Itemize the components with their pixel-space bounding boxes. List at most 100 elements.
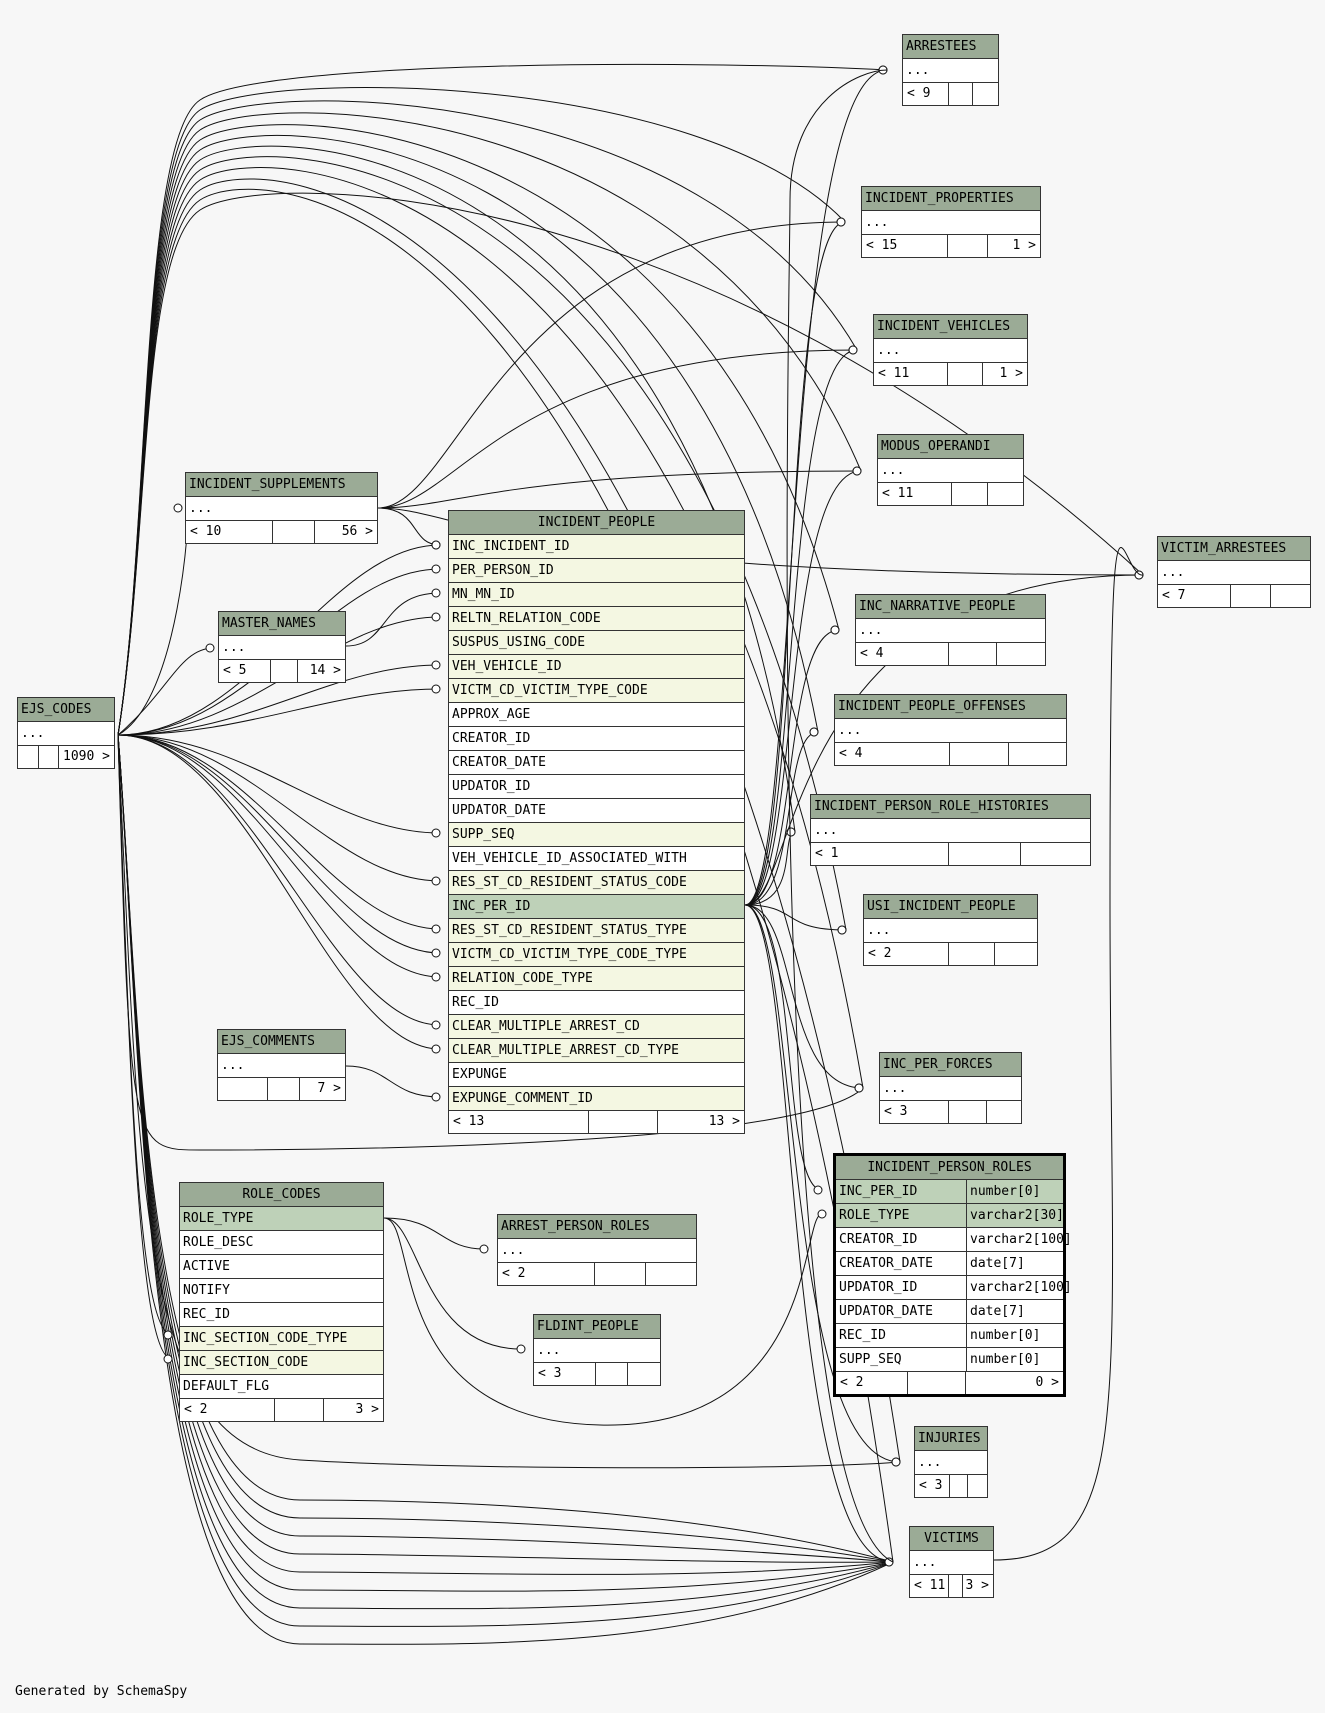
table-title: USI_INCIDENT_PEOPLE <box>864 895 1037 919</box>
parents-count: 13 > <box>657 1111 744 1133</box>
relationship-line <box>377 221 846 509</box>
table-footer: < 9 <box>903 83 998 105</box>
column-name: CREATOR_DATE <box>839 1256 933 1271</box>
table-victim-arrestees[interactable]: VICTIM_ARRESTEES ... < 7 <box>1157 536 1311 608</box>
relationship-line <box>744 831 796 906</box>
footer-cell <box>948 83 972 105</box>
relationship-line <box>117 734 441 954</box>
table-footer: < 1 <box>811 843 1090 865</box>
table-usi-incident-people[interactable]: USI_INCIDENT_PEOPLE ... < 2 <box>863 894 1038 966</box>
table-incident-people-offenses[interactable]: INCIDENT_PEOPLE_OFFENSES ... < 4 <box>834 694 1067 766</box>
cardinality-marker <box>891 1457 901 1467</box>
table-injuries[interactable]: INJURIES ... < 3 <box>914 1426 988 1498</box>
cardinality-marker <box>848 345 858 355</box>
relationship-line <box>744 731 819 906</box>
cardinality-marker <box>163 1330 173 1340</box>
table-fldint-people[interactable]: FLDINT_PEOPLE ... < 3 <box>533 1314 661 1386</box>
table-arrestees[interactable]: ARRESTEES ... < 9 <box>902 34 999 106</box>
table-title: INC_NARRATIVE_PEOPLE <box>856 595 1045 619</box>
table-incident-supplements[interactable]: INCIDENT_SUPPLEMENTS ... < 10 56 > <box>185 472 378 544</box>
cardinality-marker <box>836 217 846 227</box>
children-count: < 11 <box>878 366 910 381</box>
relationship-line <box>377 470 862 509</box>
column-row: INC_INCIDENT_ID <box>449 535 744 559</box>
children-count: < 2 <box>840 1375 864 1390</box>
table-incident-vehicles[interactable]: INCIDENT_VEHICLES ... < 11 1 > <box>873 314 1028 386</box>
column-row: VEH_VEHICLE_ID_ASSOCIATED_WITH <box>449 847 744 871</box>
generated-by-label: Generated by SchemaSpy <box>15 1684 188 1699</box>
table-title: MODUS_OPERANDI <box>878 435 1023 459</box>
column-row: RELTN_RELATION_CODE <box>449 607 744 631</box>
table-incident-properties[interactable]: INCIDENT_PROPERTIES ... < 15 1 > <box>861 186 1041 258</box>
column-row: SUSPUS_USING_CODE <box>449 631 744 655</box>
relationship-line <box>744 904 894 1563</box>
footer-cell <box>907 1372 965 1394</box>
relationship-line <box>117 734 441 930</box>
table-body: ... <box>903 59 998 83</box>
footer-cell <box>948 1575 962 1597</box>
table-footer: < 5 14 > <box>219 660 345 682</box>
children-count: < 3 <box>538 1366 562 1381</box>
relationship-line <box>744 904 864 1089</box>
relationship-line <box>744 69 888 906</box>
footer-cell <box>267 1078 299 1100</box>
column-row: RES_ST_CD_RESIDENT_STATUS_CODE <box>449 871 744 895</box>
column-row: EXPUNGE_COMMENT_ID <box>449 1087 744 1111</box>
table-inc-per-forces[interactable]: INC_PER_FORCES ... < 3 <box>879 1052 1022 1124</box>
cardinality-marker <box>163 1354 173 1364</box>
children-count: < 4 <box>860 646 884 661</box>
table-arrest-person-roles[interactable]: ARREST_PERSON_ROLES ... < 2 <box>497 1214 697 1286</box>
column-row: INC_SECTION_CODE_TYPE <box>180 1327 383 1351</box>
parents-count <box>645 1263 696 1285</box>
table-body: ... <box>878 459 1023 483</box>
column-row: UPDATOR_DATE <box>449 799 744 823</box>
relationship-line <box>786 69 894 1563</box>
cardinality-marker <box>431 684 441 694</box>
table-ejs-comments[interactable]: EJS_COMMENTS ... 7 > <box>217 1029 346 1101</box>
cardinality-marker <box>431 828 441 838</box>
table-title: INC_PER_FORCES <box>880 1053 1021 1077</box>
table-footer: < 11 3 > <box>910 1575 993 1597</box>
table-footer: < 7 <box>1158 585 1310 607</box>
relationship-line <box>993 546 1144 1561</box>
relationship-line <box>117 507 189 736</box>
table-title: VICTIMS <box>910 1527 993 1551</box>
table-footer: < 2 3 > <box>180 1399 383 1421</box>
table-inc-narrative-people[interactable]: INC_NARRATIVE_PEOPLE ... < 4 <box>855 594 1046 666</box>
column-row: RELATION_CODE_TYPE <box>449 967 744 991</box>
column-row: VICTM_CD_VICTIM_TYPE_CODE_TYPE <box>449 943 744 967</box>
table-footer: < 2 0 > <box>836 1372 1063 1394</box>
children-count: < 7 <box>1162 588 1186 603</box>
table-victims[interactable]: VICTIMS ... < 11 3 > <box>909 1526 994 1598</box>
table-incident-person-role-histories[interactable]: INCIDENT_PERSON_ROLE_HISTORIES ... < 1 <box>810 794 1091 866</box>
cardinality-marker <box>431 612 441 622</box>
table-title: ARRESTEES <box>903 35 998 59</box>
footer-cell <box>1230 585 1270 607</box>
table-title: INCIDENT_PERSON_ROLES <box>836 1156 1063 1180</box>
table-title: FLDINT_PEOPLE <box>534 1315 660 1339</box>
table-modus-operandi[interactable]: MODUS_OPERANDI ... < 11 <box>877 434 1024 506</box>
cardinality-marker <box>205 643 215 653</box>
table-footer: < 3 <box>534 1363 660 1385</box>
table-footer: < 4 <box>856 643 1045 665</box>
column-row: ROLE_TYPE <box>180 1207 383 1231</box>
column-row: CLEAR_MULTIPLE_ARREST_CD <box>449 1015 744 1039</box>
column-row: CLEAR_MULTIPLE_ARREST_CD_TYPE <box>449 1039 744 1063</box>
table-footer: < 3 <box>880 1101 1021 1123</box>
footer-cell <box>948 843 1020 865</box>
children-count: < 2 <box>184 1402 208 1417</box>
table-master-names[interactable]: MASTER_NAMES ... < 5 14 > <box>218 611 346 683</box>
table-body: ... <box>880 1077 1021 1101</box>
table-body: ... <box>915 1451 987 1475</box>
table-ejs-codes[interactable]: EJS_CODES ... 1090 > <box>17 697 115 769</box>
relationship-line <box>117 734 441 834</box>
parents-count: 56 > <box>314 521 377 543</box>
